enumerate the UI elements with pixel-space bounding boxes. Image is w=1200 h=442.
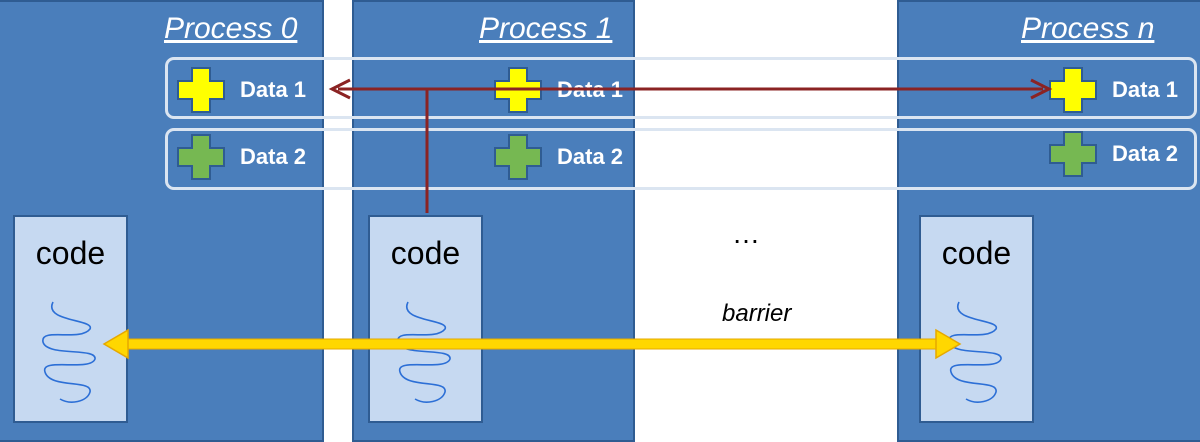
data-2-band [165,128,1197,190]
plus-icon [177,134,225,180]
process-title: Process 0 [164,12,298,45]
data-label: Data 2 [240,144,307,169]
code-label: code [390,235,461,271]
code-label: code [941,235,1012,271]
data-label: Data 2 [1112,141,1179,166]
process-0-panel: Process 0 code [0,0,324,442]
barrier-label: barrier [722,300,792,327]
code-box: code [919,215,1034,423]
plus-icon [177,67,225,113]
code-box: code [368,215,483,423]
data-label: Data 1 [240,77,307,102]
squiggle-icon [397,301,451,403]
data-label: Data 1 [1112,77,1179,102]
process-title: Process n [1021,12,1155,45]
plus-icon [494,134,542,180]
code-box: code [13,215,128,423]
plus-icon [1049,131,1097,177]
process-1-panel: Process 1 code [352,0,635,442]
barrier-arrow [102,328,962,360]
code-label: code [35,235,106,271]
squiggle-icon [42,301,96,403]
process-title: Process 1 [479,12,613,45]
squiggle-icon [948,301,1002,403]
process-n-panel: Process n code [897,0,1200,442]
ellipsis: … [732,218,760,249]
broadcast-arrow [328,78,1053,213]
data-label: Data 2 [557,144,624,169]
plus-icon [1049,67,1097,113]
data-1-band [165,57,1197,119]
